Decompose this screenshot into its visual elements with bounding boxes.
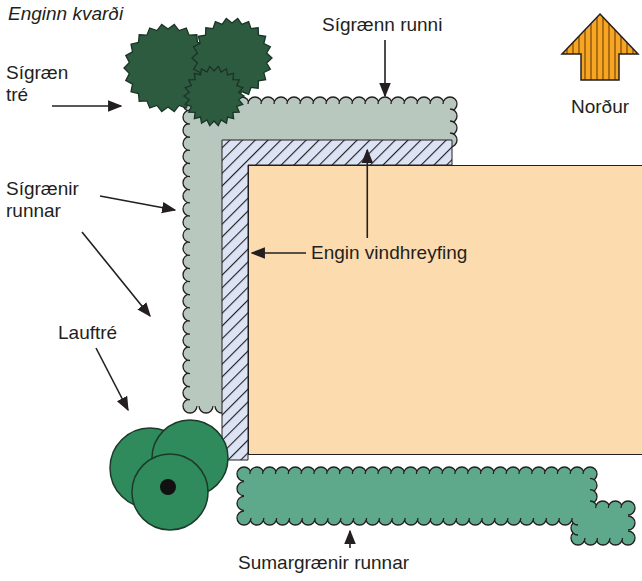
plan-label: Norður xyxy=(571,96,629,118)
leader-line xyxy=(384,40,386,96)
leader-line xyxy=(100,196,175,210)
leader-line xyxy=(52,105,121,107)
plan-label: Lauftré xyxy=(58,322,117,344)
leader-line xyxy=(349,531,351,548)
deciduous-tree xyxy=(132,454,208,530)
north-arrow xyxy=(562,14,638,80)
plan-label: Sumargrænir runnar xyxy=(238,552,409,574)
evergreen-tree xyxy=(184,66,244,125)
deciduous-shrubs xyxy=(237,467,635,545)
plan-label: Sígrænn runni xyxy=(322,14,442,36)
shrub-body xyxy=(244,474,628,538)
tree-trunk xyxy=(160,479,176,495)
house: Engin vindhreyfing xyxy=(248,165,642,455)
plan-label: Sígrænir runnar xyxy=(6,178,102,222)
zone-label: Engin vindhreyfing xyxy=(311,242,467,264)
leader-line xyxy=(96,348,128,410)
plan-label: Sígræn tré xyxy=(6,62,80,106)
leader-line xyxy=(82,232,150,316)
plan-label: Enginn kvarði xyxy=(8,3,123,25)
